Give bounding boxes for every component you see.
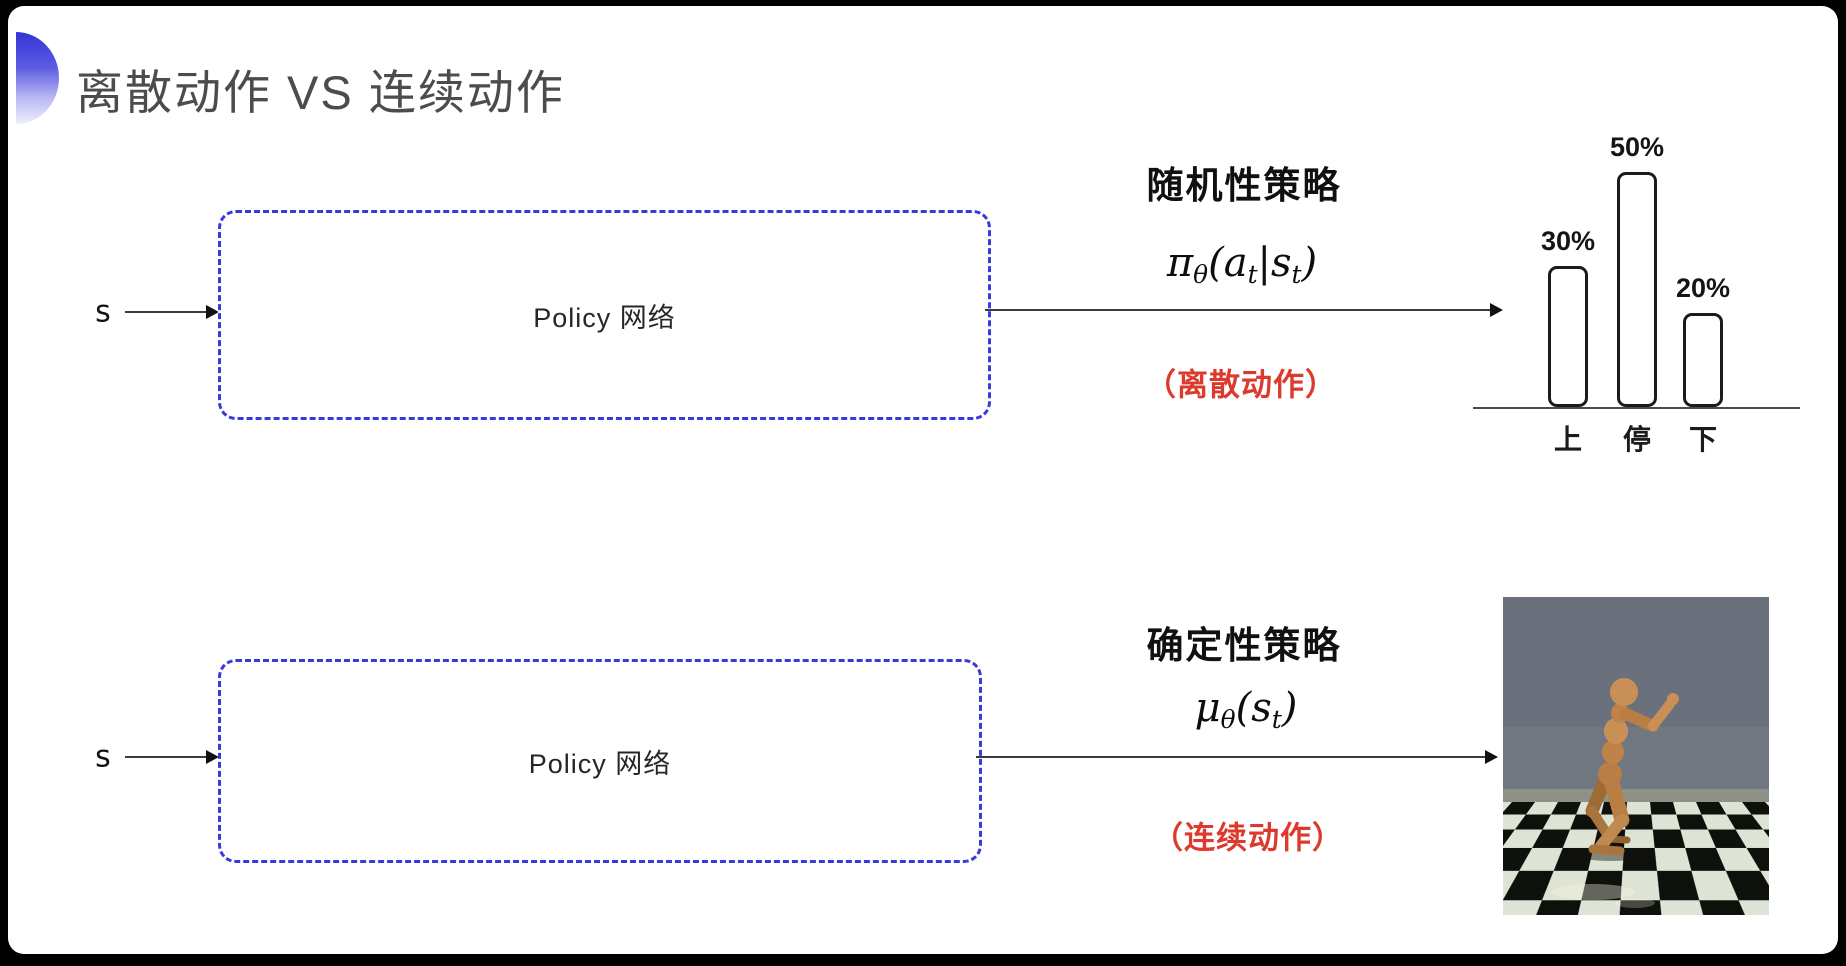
formula-t-sub-1: t [1247, 259, 1258, 289]
formula-theta-sub: θ [1193, 259, 1209, 289]
deterministic-policy-formula: μθ(st) [1194, 685, 1298, 734]
bar-down [1683, 313, 1723, 407]
state-input-label-top: s [95, 294, 111, 330]
cat-label-up: 上 [1553, 424, 1582, 455]
input-arrow-bottom [125, 750, 219, 764]
humanoid-simulation-image [1503, 597, 1769, 915]
bar-up [1548, 266, 1588, 407]
bar-value-label: 30% [1540, 226, 1596, 256]
input-arrow-top [125, 305, 219, 319]
bar-group-stop: 50% [1610, 100, 1664, 407]
formula-open-a: (a [1208, 240, 1248, 286]
cat-label-stop: 停 [1622, 424, 1651, 455]
chart-baseline [1473, 407, 1800, 409]
formula-pi: π [1166, 240, 1194, 286]
discrete-action-note: （离散动作） [1145, 367, 1337, 403]
formula-bar-s: |s [1257, 240, 1292, 286]
output-arrow-bottom [976, 750, 1498, 764]
stochastic-policy-title: 随机性策略 [1146, 165, 1342, 206]
bar-value-label: 20% [1675, 273, 1731, 303]
formula-theta-sub: θ [1220, 704, 1236, 734]
policy-network-label-bottom: Policy 网络 [528, 748, 672, 779]
deterministic-policy-title: 确定性策略 [1146, 625, 1342, 666]
bar-group-up: 30% [1541, 100, 1595, 407]
page-title: 离散动作 VS 连续动作 [76, 66, 565, 119]
formula-t-sub: t [1271, 704, 1282, 734]
bar-value-label: 50% [1609, 132, 1665, 162]
cat-label-down: 下 [1688, 424, 1717, 455]
bar-group-down: 20% [1676, 100, 1730, 407]
state-input-label-bottom: s [95, 739, 111, 775]
policy-network-box-bottom: Policy 网络 [218, 659, 982, 863]
continuous-action-note: （连续动作） [1152, 820, 1344, 856]
policy-network-label-top: Policy 网络 [533, 302, 676, 333]
bar-stop [1617, 172, 1657, 407]
formula-close: ) [1281, 685, 1298, 731]
slide: 离散动作 VS 连续动作 s Policy 网络 随机性策略 πθ(at|st)… [8, 6, 1838, 954]
output-arrow-top [985, 303, 1503, 317]
horizon-band [1503, 789, 1769, 823]
formula-open-s: (s [1235, 685, 1272, 731]
formula-mu: μ [1194, 685, 1221, 731]
stochastic-policy-formula: πθ(at|st) [1166, 240, 1318, 289]
humanoid-robot-figure [1551, 678, 1679, 908]
blue-half-disc-icon [16, 32, 59, 124]
formula-t-sub-2: t [1291, 259, 1302, 289]
policy-network-box-top: Policy 网络 [218, 210, 991, 420]
formula-close: ) [1301, 240, 1318, 286]
action-probability-chart: 30% 50% 20% 上 停 下 [1473, 100, 1800, 460]
